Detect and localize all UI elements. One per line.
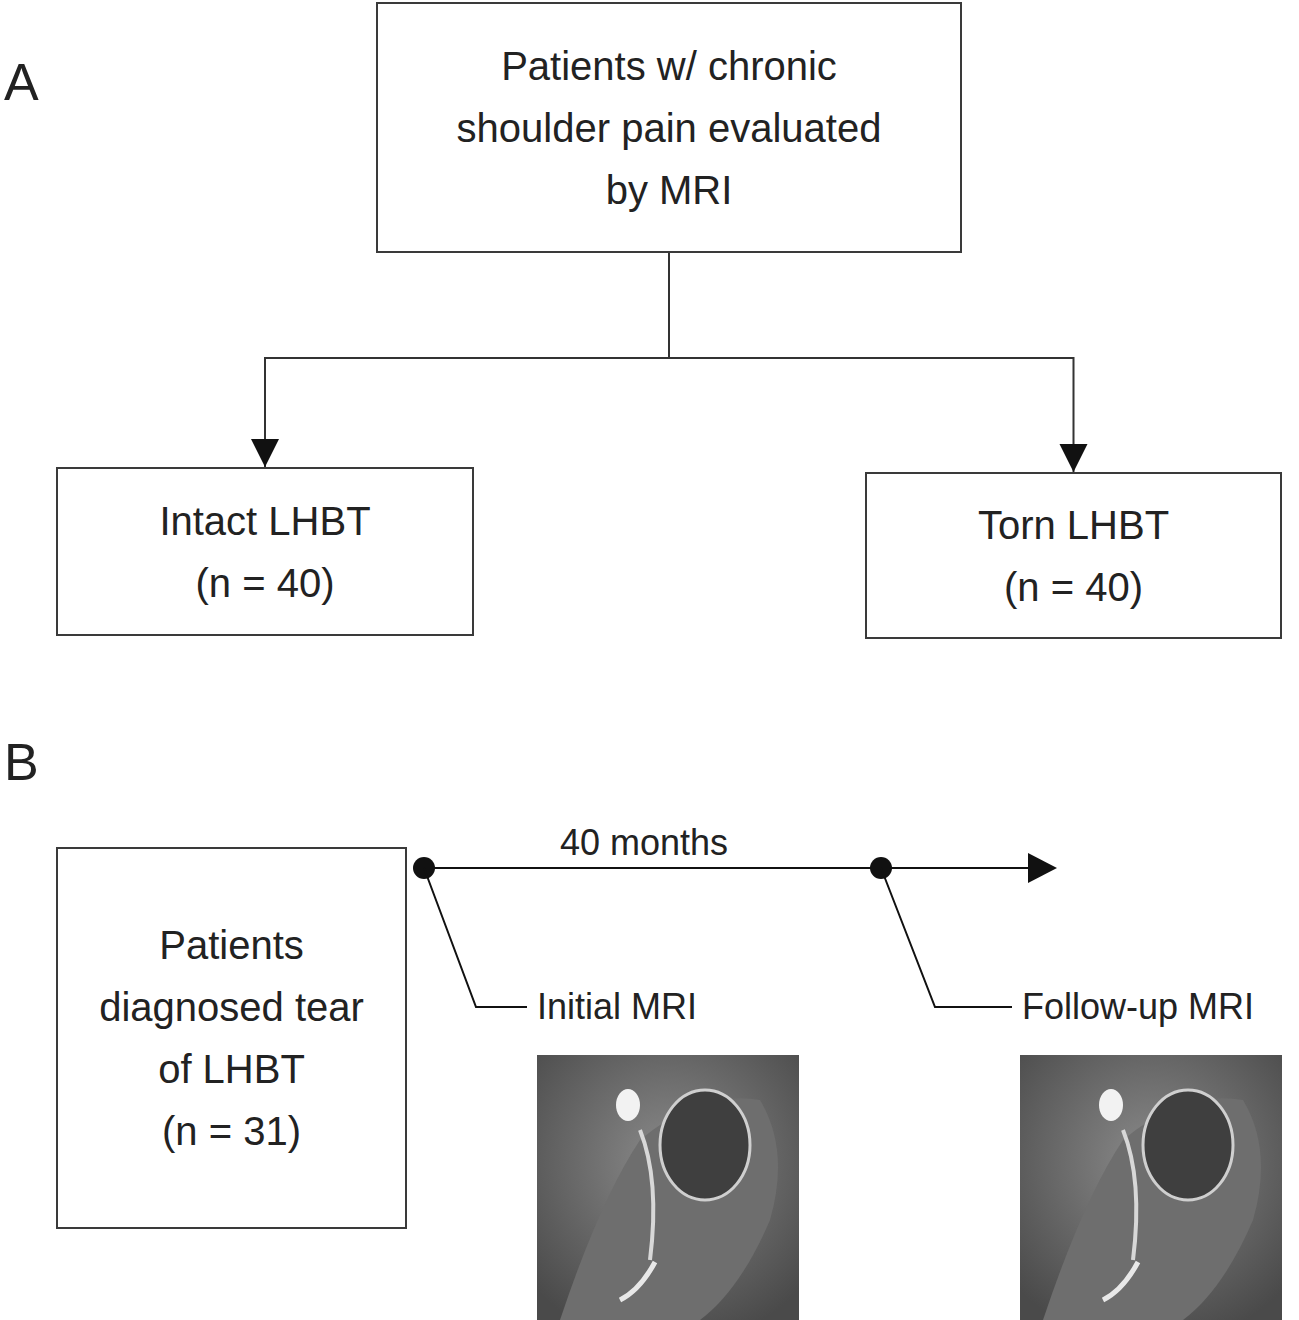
box-title: Intact LHBT bbox=[159, 490, 370, 552]
process-box: Torn LHBT(n = 40) bbox=[865, 472, 1282, 639]
mri-image bbox=[537, 1055, 799, 1320]
timeline-arrowhead bbox=[1028, 853, 1057, 883]
sample-size: (n = 40) bbox=[1004, 556, 1143, 618]
panel-letter: B bbox=[4, 732, 39, 792]
mri-image bbox=[1020, 1055, 1282, 1320]
process-box: Patients w/ chronic shoulder pain evalua… bbox=[376, 2, 962, 253]
leader-line bbox=[424, 868, 527, 1007]
flow-arrow bbox=[669, 253, 1074, 472]
process-box: Patients diagnosed tear of LHBT(n = 31) bbox=[56, 847, 407, 1229]
leader-line bbox=[881, 868, 1012, 1007]
panel-letter: A bbox=[4, 52, 39, 112]
sample-size: (n = 31) bbox=[162, 1100, 301, 1162]
box-title: Patients w/ chronic shoulder pain evalua… bbox=[444, 35, 894, 221]
timeline-line bbox=[424, 867, 1030, 869]
process-box: Intact LHBT(n = 40) bbox=[56, 467, 474, 636]
flow-arrow bbox=[265, 253, 669, 467]
annotation-label: Follow-up MRI bbox=[1022, 986, 1254, 1028]
annotation-label: 40 months bbox=[560, 822, 728, 864]
box-title: Torn LHBT bbox=[978, 494, 1169, 556]
box-title: Patients diagnosed tear of LHBT bbox=[97, 914, 367, 1100]
sample-size: (n = 40) bbox=[196, 552, 335, 614]
annotation-label: Initial MRI bbox=[537, 986, 697, 1028]
